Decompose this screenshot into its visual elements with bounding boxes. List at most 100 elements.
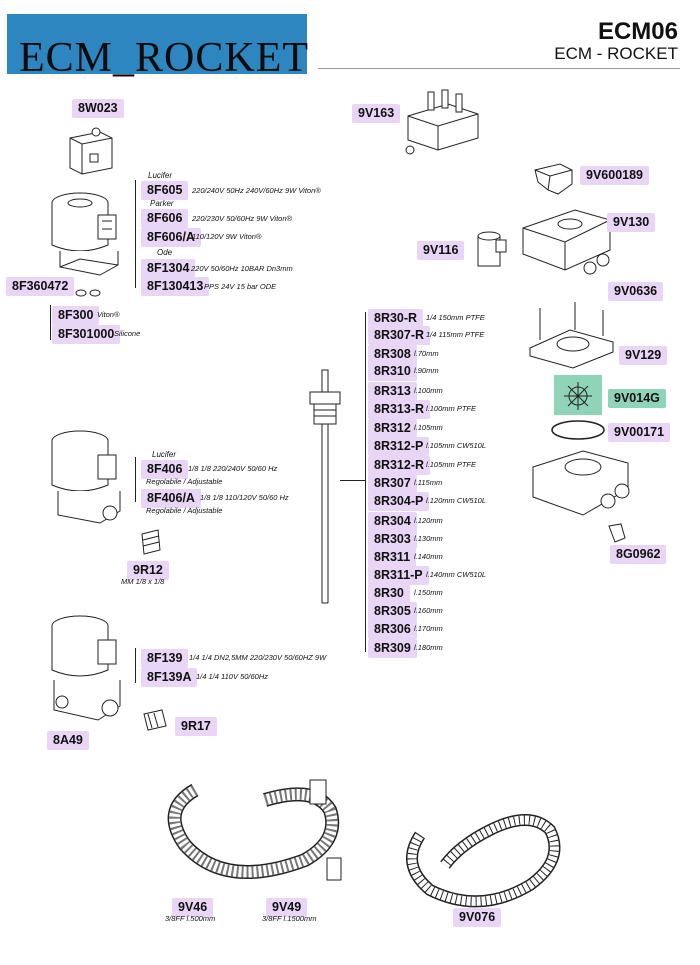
desc-8R312-P: l.105mm CW510L xyxy=(426,441,487,450)
connector-plug-illustration xyxy=(69,127,113,175)
part-8F606[interactable]: 8F606 xyxy=(141,209,189,228)
part-8R303[interactable]: 8R303 xyxy=(368,530,417,549)
part-8R313[interactable]: 8R313 xyxy=(368,382,417,401)
part-8R305[interactable]: 8R305 xyxy=(368,602,417,621)
fitting-illustration xyxy=(141,529,161,555)
desc-9V49: 3/8FF l.1500mm xyxy=(262,914,317,923)
knob-illustration xyxy=(534,163,573,195)
part-8R310[interactable]: 8R310 xyxy=(368,362,417,381)
part-8R304[interactable]: 8R304 xyxy=(368,512,417,531)
level-probe-illustration xyxy=(309,369,341,604)
coil-illustration xyxy=(477,231,507,267)
part-9V0636[interactable]: 9V0636 xyxy=(608,282,664,301)
bracket-line xyxy=(135,648,136,683)
desc-8R312: l.105mm xyxy=(414,423,443,432)
part-8R312[interactable]: 8R312 xyxy=(368,419,417,438)
part-8F406A[interactable]: 8F406/A xyxy=(141,489,201,508)
part-8G0962[interactable]: 8G0962 xyxy=(610,545,667,564)
bracket-line xyxy=(135,457,136,502)
desc-8F605: 220/240V 50Hz 240V/60Hz 9W Viton® xyxy=(192,186,321,195)
desc-8R312-R: l.105mm PTFE xyxy=(426,460,477,469)
part-8F130413[interactable]: 8F130413 xyxy=(141,277,210,296)
desc-9R12: MM 1/8 x 1/8 xyxy=(121,577,165,586)
part-8F605[interactable]: 8F605 xyxy=(141,181,189,200)
part-8R312-R[interactable]: 8R312-R xyxy=(368,456,431,475)
desc-8R307: l.115mm xyxy=(414,478,443,487)
nozzle-illustration xyxy=(608,523,626,543)
header-divider xyxy=(318,68,680,69)
desc-8R304-P: l.120mm CW510L xyxy=(426,496,487,505)
solenoid-valve-quarter-illustration xyxy=(51,615,121,721)
part-8R306[interactable]: 8R306 xyxy=(368,620,417,639)
desc-8R307-R: 1/4 115mm PTFE xyxy=(426,330,485,339)
part-8F1304[interactable]: 8F1304 xyxy=(141,259,196,278)
desc-8R306: l.170mm xyxy=(414,624,443,633)
desc-8R303: l.130mm xyxy=(414,534,443,543)
desc-8F406-b: Regolabile / Adjustable xyxy=(146,477,223,486)
part-8A49[interactable]: 8A49 xyxy=(47,731,89,750)
part-9V130[interactable]: 9V130 xyxy=(607,213,656,232)
part-8F139[interactable]: 8F139 xyxy=(141,649,189,668)
part-8W023[interactable]: 8W023 xyxy=(72,99,124,118)
part-8F139A[interactable]: 8F139A xyxy=(141,668,198,687)
part-8R313-R[interactable]: 8R313-R xyxy=(368,400,431,419)
brand-parker: Parker xyxy=(150,199,174,208)
part-9V076[interactable]: 9V076 xyxy=(453,908,502,927)
part-9V163[interactable]: 9V163 xyxy=(352,104,401,123)
solenoid-valve-illustration xyxy=(51,192,119,276)
part-9V116[interactable]: 9V116 xyxy=(417,241,465,260)
top-plate-illustration xyxy=(529,302,614,369)
part-9V600189[interactable]: 9V600189 xyxy=(580,166,650,185)
desc-8F301000: Silicone xyxy=(114,329,141,338)
brand-banner: ECM_ROCKET xyxy=(7,14,308,81)
desc-8F1304: 220V 50/60Hz 10BAR Dn3mm xyxy=(191,264,293,273)
part-9V00171[interactable]: 9V00171 xyxy=(608,423,671,442)
bracket-line xyxy=(135,180,136,288)
desc-8F606: 220/230V 50/60Hz 9W Viton® xyxy=(192,214,293,223)
part-8R309[interactable]: 8R309 xyxy=(368,639,417,658)
braided-hose-illustration xyxy=(167,779,342,881)
part-9R12[interactable]: 9R12 xyxy=(127,561,169,580)
part-8F606A[interactable]: 8F606/A xyxy=(141,228,201,247)
fitting-quarter-illustration xyxy=(143,709,167,731)
part-8R307[interactable]: 8R307 xyxy=(368,474,417,493)
part-8R307-R[interactable]: 8R307-R xyxy=(368,326,431,345)
brand-lucifer: Lucifer xyxy=(148,171,173,180)
desc-8F139: 1/4 1/4 DN2,5MM 220/230V 50/60HZ 9W xyxy=(189,653,327,662)
part-8R304-P[interactable]: 8R304-P xyxy=(368,492,430,511)
part-8F360472[interactable]: 8F360472 xyxy=(6,277,75,296)
part-9V129[interactable]: 9V129 xyxy=(619,346,668,365)
desc-8F606A: 110/120V 9W Viton® xyxy=(192,232,262,241)
relay-switch-illustration xyxy=(405,89,479,155)
desc-8F139A: 1/4 1/4 110V 50/60Hz xyxy=(196,672,268,681)
part-9V46[interactable]: 9V46 xyxy=(172,898,214,917)
desc-8R310: l.90mm xyxy=(414,366,439,375)
manifold-illustration xyxy=(522,209,611,275)
desc-8R309: l.180mm xyxy=(414,643,443,652)
part-9R17[interactable]: 9R17 xyxy=(175,717,217,736)
desc-8R308: l.70mm xyxy=(414,349,439,358)
part-8R311[interactable]: 8R311 xyxy=(368,548,417,567)
part-8F406[interactable]: 8F406 xyxy=(141,460,189,479)
desc-8F406A-a: 1/8 1/8 110/120V 50/60 Hz xyxy=(200,493,289,502)
desc-8R305: l.160mm xyxy=(414,606,443,615)
desc-8R30-R: 1/4 150mm PTFE xyxy=(426,313,485,322)
part-8F301000[interactable]: 8F301000 xyxy=(52,325,121,344)
part-9V014G[interactable]: 9V014G xyxy=(608,389,666,408)
part-8R30[interactable]: 8R30 xyxy=(368,584,410,603)
part-9V49[interactable]: 9V49 xyxy=(266,898,308,917)
desc-8R313-R: l.100mm PTFE xyxy=(426,404,477,413)
bracket-line xyxy=(365,312,366,652)
part-8R308[interactable]: 8R308 xyxy=(368,345,417,364)
part-8R311-P[interactable]: 8R311-P xyxy=(368,566,429,585)
desc-8R30: l.150mm xyxy=(414,588,443,597)
desc-8F300: Viton® xyxy=(97,310,120,319)
flowmeter-body-illustration xyxy=(532,450,630,516)
part-8R312-P[interactable]: 8R312-P xyxy=(368,437,430,456)
part-8R30-R[interactable]: 8R30-R xyxy=(368,309,424,328)
desc-8F406A-b: Regolabile / Adjustable xyxy=(146,506,223,515)
part-8F300[interactable]: 8F300 xyxy=(52,306,100,325)
desc-8F130413: PPS 24V 15 bar ODE xyxy=(204,282,277,291)
desc-8F406-a: 1/8 1/8 220/240V 50/60 Hz xyxy=(188,464,278,473)
bracket-line xyxy=(340,480,365,481)
